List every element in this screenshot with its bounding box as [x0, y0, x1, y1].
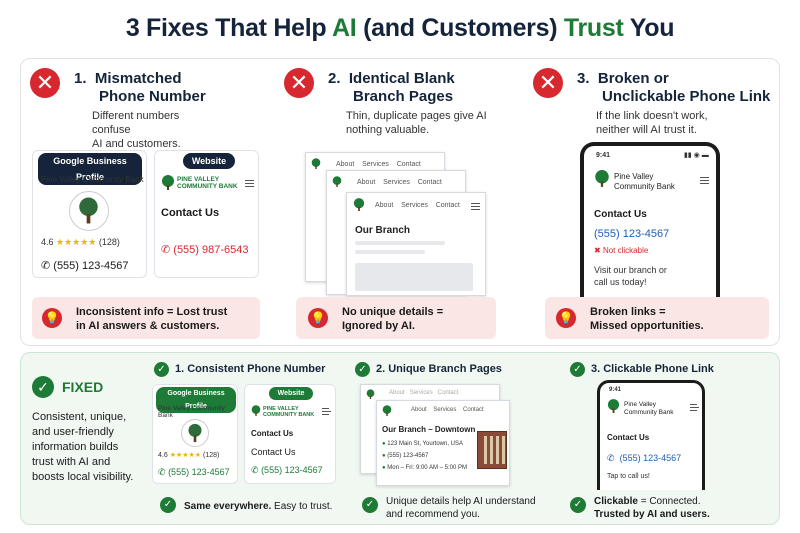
phone-contact-heading: Contact Us — [594, 209, 647, 220]
gbp-card: Google Business Profile Pine Valley Comm… — [32, 150, 147, 278]
menu-icon[interactable] — [245, 180, 254, 187]
tree-icon — [382, 405, 392, 416]
x-icon: ✕ — [533, 68, 563, 98]
location-icon: ● — [382, 441, 386, 447]
gbp-card-fixed: Google Business Profile Pine Valley Comm… — [152, 384, 238, 484]
problem-3-desc: If the link doesn't work,neither will AI… — [596, 110, 708, 136]
lightbulb-icon: 💡 — [42, 308, 62, 328]
tree-icon — [607, 399, 620, 413]
tree-icon — [251, 405, 261, 416]
problem-2-warning-text: No unique details =Ignored by AI. — [342, 306, 444, 332]
gbp-rating: 4.6 ★★★★★ (128) — [41, 237, 120, 247]
branch-title: Our Branch – Downtown — [382, 425, 476, 434]
branch-photo — [477, 431, 507, 469]
menu-icon[interactable] — [322, 408, 331, 415]
tree-icon — [595, 170, 609, 187]
fix-1-footer: Same everywhere. Easy to trust. — [184, 501, 333, 512]
gbp-label: Google Business Profile — [38, 153, 142, 185]
problem-2-heading: 2. Identical Blank Branch Pages — [328, 70, 455, 105]
phone-icon: ✆ — [158, 467, 166, 477]
check-icon: ✓ — [570, 497, 586, 513]
tree-icon — [181, 419, 209, 447]
blank-page-front: About Services Contact Our Branch — [346, 192, 486, 296]
x-icon: ✕ — [284, 68, 314, 98]
phone-icon: ✆ — [251, 465, 259, 475]
fix-2-heading: 2. Unique Branch Pages — [376, 363, 502, 375]
x-icon: ✕ — [30, 68, 60, 98]
check-icon: ✓ — [362, 497, 378, 513]
fixed-label: FIXED — [62, 379, 104, 395]
fix-1-heading: 1. Consistent Phone Number — [175, 363, 326, 375]
tree-icon — [366, 389, 375, 399]
gbp-bank-name: Pine Valley Community Bank — [41, 175, 144, 184]
lightbulb-icon: 💡 — [556, 308, 576, 328]
gbp-phone: ✆ (555) 123-4567 — [41, 260, 129, 272]
phone-icon: ✆ — [607, 453, 615, 463]
tree-icon — [353, 198, 365, 211]
phone-number-unclickable: (555) 123-4567 — [594, 228, 670, 240]
website-phone-mismatch: ✆ (555) 987-6543 — [161, 244, 249, 256]
check-icon: ✓ — [570, 362, 585, 377]
lightbulb-icon: 💡 — [308, 308, 328, 328]
check-icon: ✓ — [32, 376, 54, 398]
x-icon: ✖ — [594, 246, 601, 255]
tree-icon — [69, 191, 109, 231]
phone-icon: ✆ — [161, 244, 171, 256]
fix-3-footer: Clickable = Connected.Trusted by AI and … — [594, 496, 710, 520]
phone-icon: ● — [382, 453, 386, 459]
clock-icon: ● — [382, 465, 386, 471]
problem-3-warning-text: Broken links =Missed opportunities. — [590, 306, 704, 332]
problem-3-heading: 3. Broken or Unclickable Phone Link — [577, 70, 771, 105]
problem-1-warning — [32, 297, 260, 339]
tree-icon — [332, 176, 342, 187]
check-icon: ✓ — [355, 362, 370, 377]
status-icons: ▮▮ ◉ ▬ — [684, 152, 709, 159]
our-branch-heading: Our Branch — [355, 225, 411, 236]
fix-3-heading: 3. Clickable Phone Link — [591, 363, 714, 375]
problem-1-heading: 1. Mismatched Phone Number — [74, 70, 206, 105]
menu-icon[interactable] — [471, 203, 480, 210]
menu-icon[interactable] — [700, 177, 709, 184]
tree-icon — [162, 175, 174, 190]
phone-number-clickable[interactable]: ✆ (555) 123-4567 — [607, 453, 682, 463]
tree-icon — [311, 158, 321, 169]
check-icon: ✓ — [154, 362, 169, 377]
menu-icon[interactable] — [690, 404, 699, 411]
branch-page-front: About Services Contact Our Branch – Down… — [376, 400, 510, 486]
website-contact: Contact Us — [161, 207, 220, 219]
problem-2-warning — [296, 297, 496, 339]
problem-3-warning — [545, 297, 769, 339]
website-label: Website — [183, 153, 235, 169]
check-icon: ✓ — [160, 497, 176, 513]
not-clickable-label: ✖ Not clickable — [594, 246, 649, 255]
phone-icon: ✆ — [41, 260, 51, 272]
page-title: 3 Fixes That Help AI (and Customers) Tru… — [125, 14, 675, 42]
